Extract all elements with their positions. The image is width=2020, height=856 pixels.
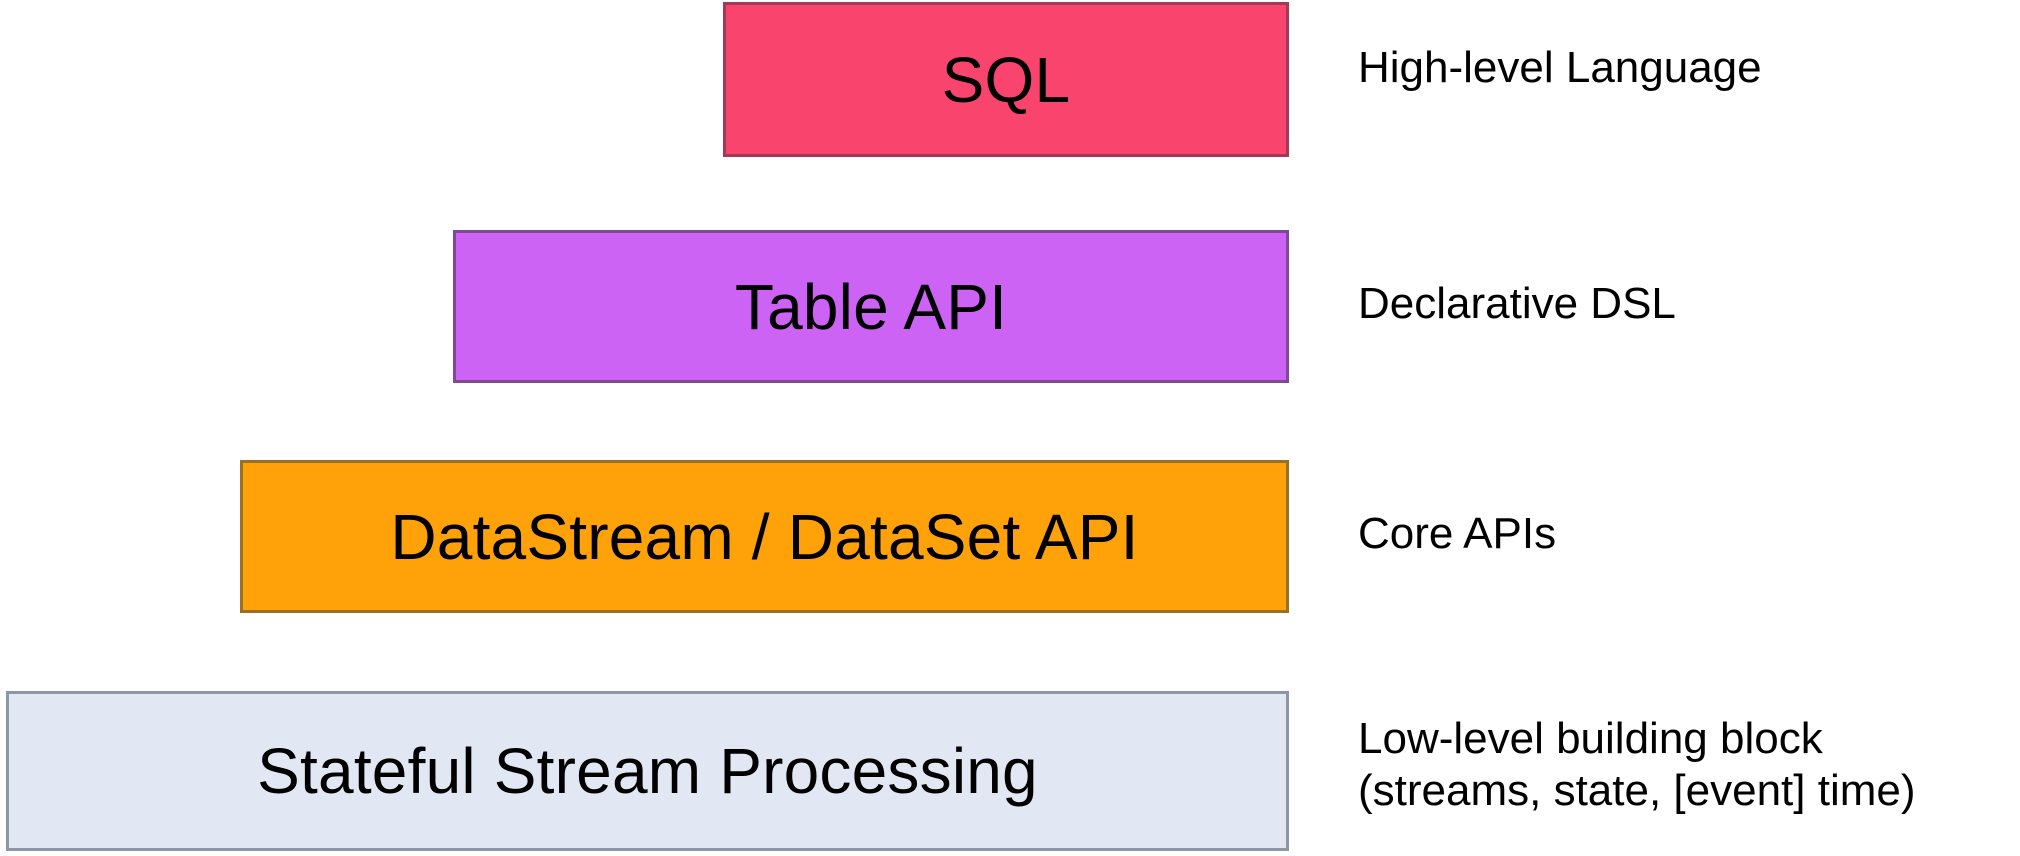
- layer-box-label-table-api: Table API: [734, 270, 1008, 343]
- layer-box-table-api[interactable]: Table API: [453, 230, 1289, 383]
- layer-box-label-sql: SQL: [941, 43, 1071, 116]
- layer-box-datastream[interactable]: DataStream / DataSet API: [240, 460, 1289, 613]
- layer-box-label-stateful-stream-processing: Stateful Stream Processing: [257, 735, 1038, 807]
- layer-caption-sql: High-level Language: [1358, 43, 1762, 92]
- layer-caption-datastream: Core APIs: [1358, 509, 1557, 558]
- layer-caption-stateful-stream-processing: Low-level building block (streams, state…: [1358, 714, 1916, 815]
- layer-box-label-datastream: DataStream / DataSet API: [390, 500, 1139, 573]
- layer-box-stateful-stream-processing[interactable]: Stateful Stream Processing: [6, 691, 1289, 851]
- layer-box-sql[interactable]: SQL: [723, 2, 1289, 157]
- layer-caption-table-api: Declarative DSL: [1358, 279, 1676, 328]
